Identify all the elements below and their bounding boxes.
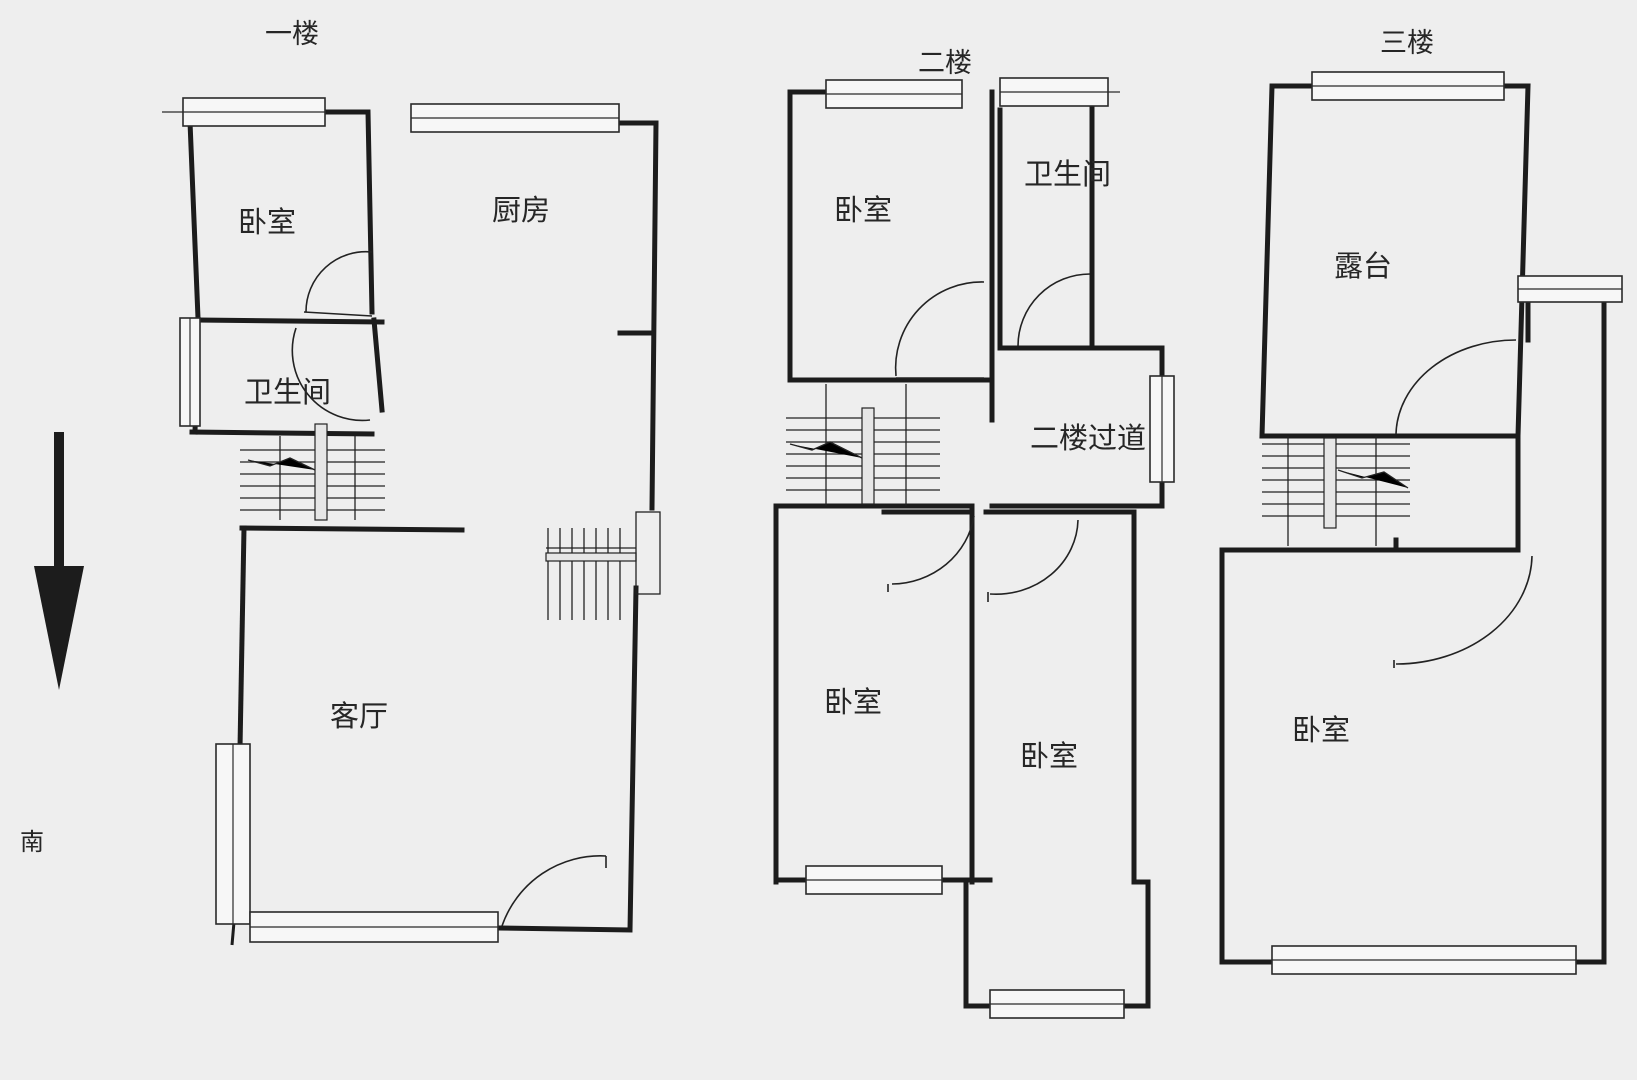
floor-3-walls	[1219, 83, 1607, 965]
floor-3-windows	[1271, 71, 1623, 975]
floor-1-doors	[291, 250, 607, 927]
floor-2-bedroom-north-label: 卧室	[834, 193, 892, 227]
floor-2-windows	[805, 77, 1175, 1019]
floor-2-title: 二楼	[918, 48, 972, 79]
floor-1: 一楼	[162, 19, 661, 946]
floor-3-terrace-label: 露台	[1334, 249, 1392, 283]
floor-3-stairs	[1262, 436, 1410, 546]
floor-1-living-room-label: 客厅	[330, 699, 388, 733]
floor-2-doors	[887, 273, 1091, 602]
floor-1-bathroom-label: 卫生间	[244, 375, 331, 409]
floor-2-stairs	[786, 384, 940, 506]
floor-1-bedroom-label: 卧室	[238, 205, 296, 239]
compass: 南	[20, 432, 84, 856]
floor-2: 二楼	[773, 48, 1175, 1019]
floor-2-bathroom-label: 卫生间	[1024, 157, 1111, 191]
floor-2-bedroom-se-label: 卧室	[1020, 739, 1078, 773]
floor-1-title: 一楼	[265, 19, 319, 50]
down-arrow-icon	[34, 432, 84, 690]
floor-3-doors	[1393, 339, 1533, 668]
floor-2-bedroom-sw-label: 卧室	[824, 685, 882, 719]
floor-1-stairs	[240, 423, 661, 620]
floor-1-windows	[162, 97, 620, 943]
floor-3-bedroom-label: 卧室	[1292, 713, 1350, 747]
floor-1-kitchen-label: 厨房	[492, 193, 550, 227]
floor-3-title: 三楼	[1380, 28, 1434, 59]
compass-south-label: 南	[20, 828, 44, 856]
floor-2-corridor-label: 二楼过道	[1030, 421, 1146, 455]
floor-3: 三楼	[1219, 28, 1623, 975]
